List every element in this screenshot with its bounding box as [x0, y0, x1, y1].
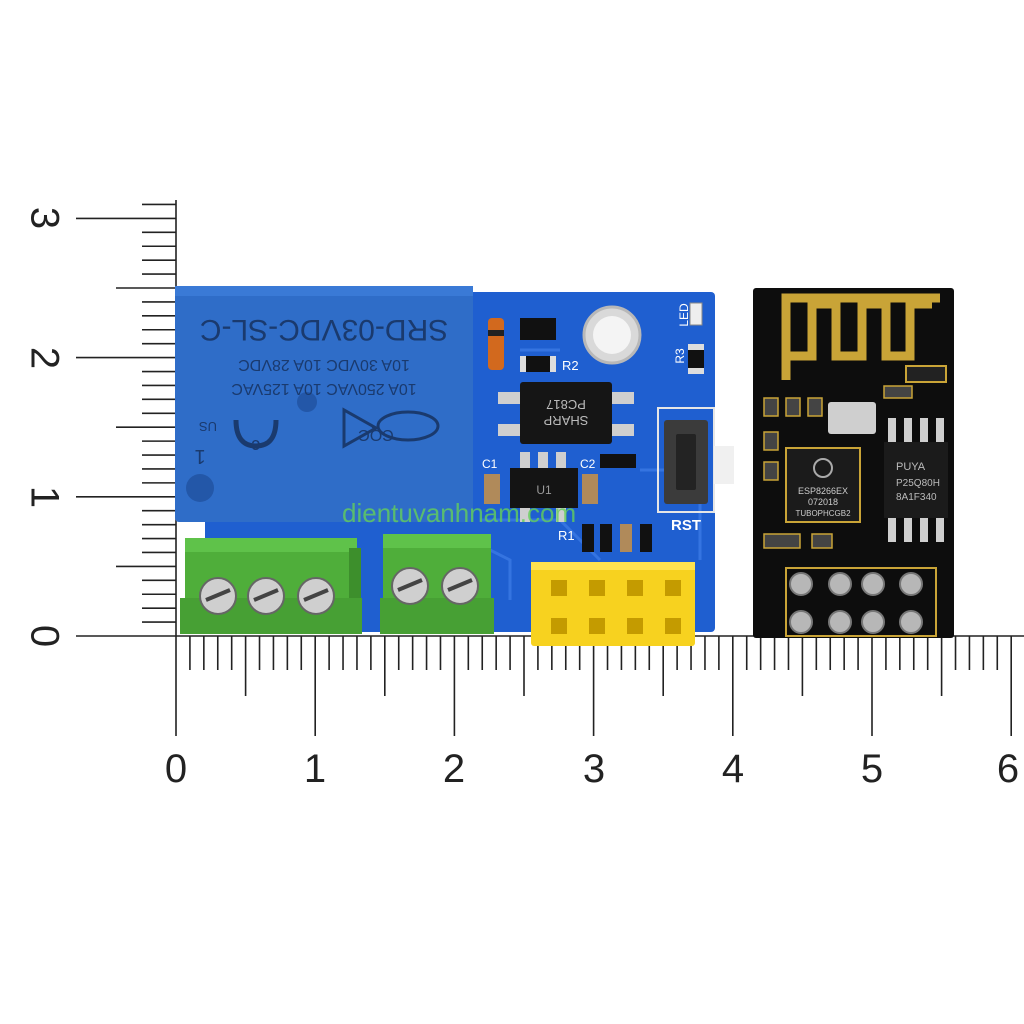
cqc-logo [376, 410, 440, 442]
ruler-label-x-4: 4 [722, 747, 744, 791]
capacitor-c1 [484, 474, 500, 504]
diode [488, 318, 504, 370]
esp-header-pins [785, 567, 937, 637]
transistor [520, 318, 556, 340]
c1-label: C1 [482, 457, 498, 471]
ruler-label-y-2: 2 [22, 347, 66, 369]
rst-label: RST [671, 517, 701, 534]
relay-model: SRD-03VDC-SL-C [200, 313, 448, 346]
c2-label: C2 [580, 457, 596, 471]
crystal [828, 402, 876, 434]
optocoupler [520, 382, 612, 444]
ruler-label-y-1: 1 [22, 486, 66, 508]
led-indicator [689, 302, 703, 326]
flash-line-3: 8A1F340 [896, 492, 937, 503]
watermark: dientuvanhnam.com [342, 498, 576, 528]
esp8266-chip [785, 447, 861, 523]
relay-dot [297, 392, 317, 412]
horizontal-ruler [175, 635, 1024, 736]
flash-line-2: P25Q80H [896, 478, 940, 489]
relay-module: LED R3 R2 PC817 SHARP U1 C1 C2 [175, 286, 734, 646]
chip-line-1: ESP8266EX [798, 486, 848, 496]
pcb-antenna [781, 293, 940, 380]
esp-socket-header [531, 562, 695, 646]
triangle-logo [342, 407, 380, 449]
ruler-labels-x: 0 1 2 3 4 5 6 [165, 747, 1019, 791]
opto-text-1: PC817 [546, 397, 586, 412]
opto-text-2: SHARP [544, 413, 589, 428]
esp01-module: ESP8266EX 072018 TUBOPHCGB2 PUYA P25Q80H… [753, 288, 954, 638]
chip-line-2: 072018 [808, 497, 838, 507]
led-label: LED [677, 303, 691, 327]
ruler-label-x-0: 0 [165, 747, 187, 791]
relay-cert-num: 1 [194, 445, 205, 467]
voltage-regulator [510, 468, 578, 508]
relay-rating-2: 10A 30VDC 10A 28VDC [238, 356, 410, 373]
flash-chip [884, 442, 948, 518]
ruler-label-x-6: 6 [997, 747, 1019, 791]
relay-body [175, 286, 473, 522]
terminal-block-2pin [380, 534, 494, 634]
ruler-label-x-5: 5 [861, 747, 883, 791]
ruler-labels-y: 3 2 1 0 [22, 207, 66, 647]
chip-line-3: TUBOPHCGB2 [795, 509, 851, 518]
capacitor-c2 [582, 474, 598, 504]
ruler-label-x-3: 3 [583, 747, 605, 791]
vertical-ruler [76, 200, 177, 637]
r2-label: R2 [562, 358, 579, 373]
r1-label: R1 [558, 528, 575, 543]
resistor-r3 [688, 344, 704, 374]
regulator-text: U1 [536, 483, 552, 497]
ruler-label-y-3: 3 [22, 207, 66, 229]
ruler-label-x-2: 2 [443, 747, 465, 791]
r3-label: R3 [673, 348, 687, 364]
relay-rating-1: 10A 250VAC 10A 125VAC [231, 380, 416, 397]
terminal-screws [199, 567, 479, 615]
ul-logo [233, 419, 279, 449]
resistor-row [582, 454, 652, 552]
ruler-label-x-1: 1 [304, 747, 326, 791]
relay-cert-us: US [199, 419, 217, 434]
flash-line-1: PUYA [896, 461, 926, 473]
espressif-logo [813, 458, 833, 478]
ruler-label-y-0: 0 [22, 625, 66, 647]
relay-cqc: CQC [358, 426, 394, 443]
resistor-r2 [520, 356, 556, 372]
